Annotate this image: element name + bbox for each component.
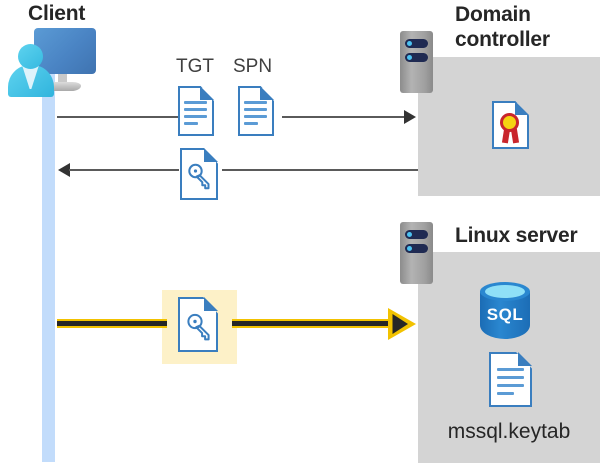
- document-text-line: [497, 376, 524, 379]
- client-workstation-icon: [8, 26, 98, 98]
- document-body: [178, 297, 218, 352]
- request-arrow-segment-right: [282, 116, 407, 118]
- key-icon: [187, 313, 210, 341]
- domain-controller-server-icon: [400, 31, 433, 93]
- sql-database-icon: SQL: [477, 281, 533, 345]
- document-text-line: [497, 384, 524, 387]
- seal-circle: [500, 113, 519, 132]
- document-text-line: [497, 368, 524, 371]
- server-bay-icon: [405, 53, 428, 62]
- document-text-line: [184, 101, 207, 104]
- document-fold: [518, 352, 532, 366]
- document-body: [489, 352, 532, 407]
- client-lifeline: [42, 72, 55, 462]
- person-head: [18, 44, 43, 69]
- keytab-filename-label: mssql.keytab: [447, 420, 571, 443]
- request-arrowhead: [404, 110, 416, 124]
- document-text-line: [184, 115, 207, 118]
- document-body: [178, 86, 214, 136]
- server-bay-icon: [405, 244, 428, 253]
- service-ticket-key-document-icon: [180, 148, 218, 200]
- server-bay-icon: [405, 230, 428, 239]
- request-arrow-segment-left: [57, 116, 179, 118]
- keytab-document-icon: [489, 352, 532, 407]
- document-text-line: [244, 101, 267, 104]
- document-body: [180, 148, 218, 200]
- response-arrow-segment-left: [69, 169, 179, 171]
- document-text-line: [244, 108, 267, 111]
- document-fold: [515, 101, 529, 115]
- key-icon: [188, 163, 210, 190]
- document-text-line: [184, 122, 198, 125]
- tgt-label: TGT: [176, 56, 214, 77]
- response-arrowhead: [58, 163, 70, 177]
- document-text-line: [244, 122, 258, 125]
- monitor-screen: [34, 28, 96, 74]
- keytab-arrowhead: [388, 308, 416, 340]
- domain-controller-title-line2: controller: [455, 28, 550, 51]
- certificate-document-icon: [492, 101, 529, 149]
- document-fold: [204, 297, 218, 311]
- document-text-line: [497, 392, 514, 395]
- cylinder-top-inner: [485, 285, 525, 298]
- domain-controller-title: Domain controller: [455, 2, 550, 52]
- client-title: Client: [28, 2, 86, 25]
- keytab-key-document-icon: [178, 297, 218, 352]
- keytab-arrow-segment-right: [232, 319, 394, 328]
- document-text-line: [184, 108, 207, 111]
- spn-label: SPN: [233, 56, 273, 77]
- document-fold: [204, 148, 218, 162]
- document-text-line: [244, 115, 267, 118]
- sql-label: SQL: [486, 305, 524, 324]
- keytab-arrow-segment-left: [57, 319, 167, 328]
- linux-server-title: Linux server: [455, 224, 578, 247]
- domain-controller-title-line1: Domain: [455, 3, 531, 26]
- document-body: [238, 86, 274, 136]
- tgt-document-icon: [178, 86, 214, 136]
- monitor-base: [45, 82, 81, 91]
- server-bay-icon: [405, 39, 428, 48]
- spn-document-icon: [238, 86, 274, 136]
- response-arrow-segment-right: [222, 169, 418, 171]
- linux-server-icon: [400, 222, 433, 284]
- monitor-neck: [58, 74, 67, 84]
